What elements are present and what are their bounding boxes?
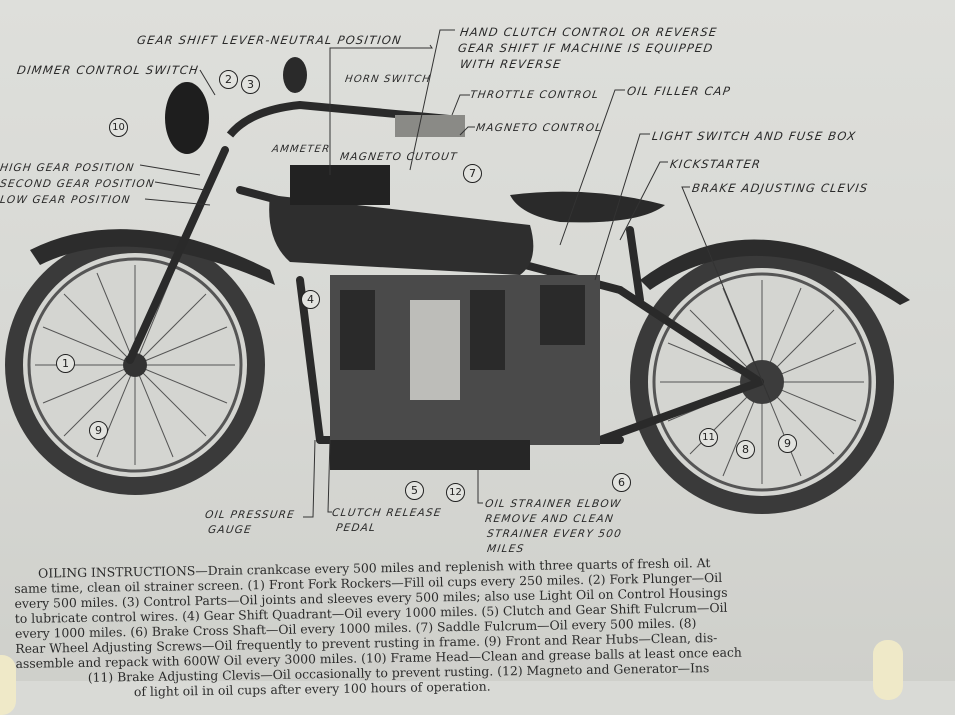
headlight	[165, 82, 209, 154]
label-clutch-release-2: Pedal	[335, 522, 378, 534]
callout-1: 1	[56, 354, 75, 373]
label-light-switch-fuse-box: Light Switch and Fuse Box	[651, 129, 858, 143]
callout-10: 10	[109, 118, 128, 137]
label-oil-strainer-3: Strainer Every 500	[486, 528, 623, 540]
callout-7: 7	[463, 164, 482, 183]
rear-fender	[640, 239, 910, 305]
label-oil-pressure-1: Oil Pressure	[204, 509, 296, 521]
label-dimmer-control-switch: Dimmer Control Switch	[16, 63, 200, 77]
fuel-tank	[269, 195, 534, 275]
motorcycle-illustration	[5, 29, 910, 518]
label-horn-switch: Horn Switch	[344, 74, 432, 85]
label-oil-strainer-2: Remove and Clean	[484, 513, 615, 525]
page-holder-left	[0, 655, 16, 715]
label-hand-clutch-1: Hand Clutch Control or Reverse	[459, 25, 719, 39]
label-high-gear: High Gear Position	[0, 162, 136, 174]
label-second-gear: Second Gear Position	[0, 178, 156, 190]
label-oil-filler-cap: Oil Filler Cap	[626, 84, 732, 98]
leader-lines	[139, 29, 771, 518]
callout-11: 11	[699, 428, 718, 447]
label-clutch-release-1: Clutch Release	[331, 507, 443, 519]
label-hand-clutch-2: Gear Shift if Machine is Equipped	[457, 41, 715, 55]
label-hand-clutch-3: with Reverse	[459, 57, 563, 71]
label-oil-pressure-2: Gauge	[207, 524, 253, 536]
handlebar	[226, 100, 461, 138]
callout-3: 3	[241, 75, 260, 94]
callout-9-front: 9	[89, 421, 108, 440]
label-magneto-control: Magneto Control	[475, 122, 604, 134]
callout-5: 5	[405, 481, 424, 500]
callout-8: 8	[736, 440, 755, 459]
label-oil-strainer-1: Oil Strainer Elbow	[484, 498, 623, 510]
engine	[330, 275, 600, 470]
horn	[283, 57, 307, 93]
label-low-gear: Low Gear Position	[0, 194, 132, 206]
callout-9-rear: 9	[778, 434, 797, 453]
label-gear-shift-lever: Gear Shift Lever-Neutral Position	[136, 33, 403, 47]
label-throttle-control: Throttle Control	[469, 89, 600, 101]
callout-4: 4	[301, 290, 320, 309]
tool-box	[290, 165, 390, 205]
saddle	[510, 191, 665, 223]
label-ammeter: Ammeter	[271, 144, 331, 155]
front-fender	[30, 229, 275, 285]
oiling-instructions: OILING INSTRUCTIONS—Drain crankcase ever…	[14, 551, 955, 701]
label-brake-adjusting-clevis: Brake Adjusting Clevis	[691, 181, 870, 195]
callout-12: 12	[446, 483, 465, 502]
callout-2: 2	[219, 70, 238, 89]
label-magneto-cutout: Magneto Cutout	[339, 151, 459, 163]
callout-6: 6	[612, 473, 631, 492]
front-wheel	[5, 235, 265, 495]
label-oil-strainer-4: Miles	[486, 543, 526, 555]
label-kickstarter: Kickstarter	[669, 157, 763, 171]
grips	[395, 115, 465, 137]
page-holder-right	[873, 640, 903, 700]
